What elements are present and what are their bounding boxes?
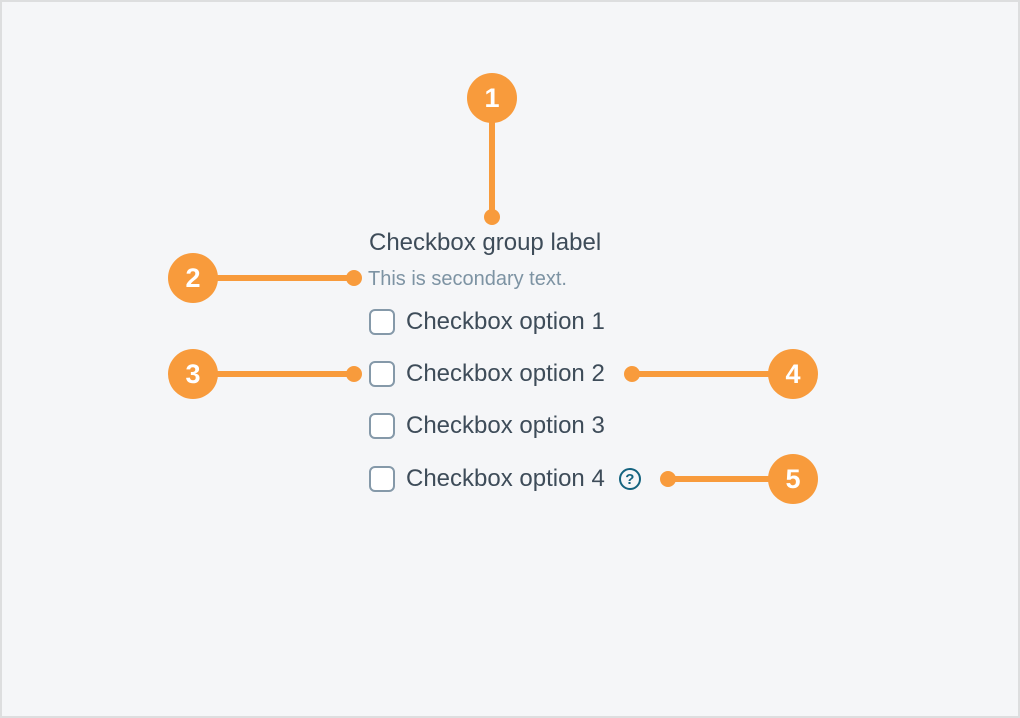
marker-5-line xyxy=(668,476,793,482)
checkbox-option-4-box[interactable] xyxy=(369,466,395,492)
annotation-marker-1: 1 xyxy=(467,73,517,123)
marker-3-line xyxy=(193,371,354,377)
marker-2-dot xyxy=(346,270,362,286)
checkbox-option-2-box[interactable] xyxy=(369,361,395,387)
marker-2-line xyxy=(193,275,354,281)
checkbox-option-1-box[interactable] xyxy=(369,309,395,335)
marker-4-dot xyxy=(624,366,640,382)
marker-1-dot xyxy=(484,209,500,225)
checkbox-option-row: Checkbox option 3 xyxy=(369,412,605,439)
marker-3-dot xyxy=(346,366,362,382)
checkbox-group-label: Checkbox group label xyxy=(369,229,602,256)
checkbox-option-2-label[interactable]: Checkbox option 2 xyxy=(406,360,605,387)
marker-4-line xyxy=(632,371,793,377)
checkbox-group-secondary-text: This is secondary text. xyxy=(368,268,567,290)
help-icon[interactable]: ? xyxy=(618,468,641,490)
checkbox-option-row: Checkbox option 1 xyxy=(369,308,605,335)
checkbox-option-4-label[interactable]: Checkbox option 4 xyxy=(406,465,605,492)
annotation-marker-2: 2 xyxy=(168,253,218,303)
marker-5-dot xyxy=(660,471,676,487)
checkbox-option-3-label[interactable]: Checkbox option 3 xyxy=(406,412,605,439)
annotation-marker-4: 4 xyxy=(768,349,818,399)
checkbox-option-row: Checkbox option 4 ? xyxy=(369,465,641,492)
annotation-marker-5: 5 xyxy=(768,454,818,504)
marker-1-line xyxy=(489,98,495,217)
checkbox-option-3-box[interactable] xyxy=(369,413,395,439)
checkbox-option-1-label[interactable]: Checkbox option 1 xyxy=(406,308,605,335)
annotation-marker-3: 3 xyxy=(168,349,218,399)
checkbox-option-row: Checkbox option 2 xyxy=(369,360,605,387)
